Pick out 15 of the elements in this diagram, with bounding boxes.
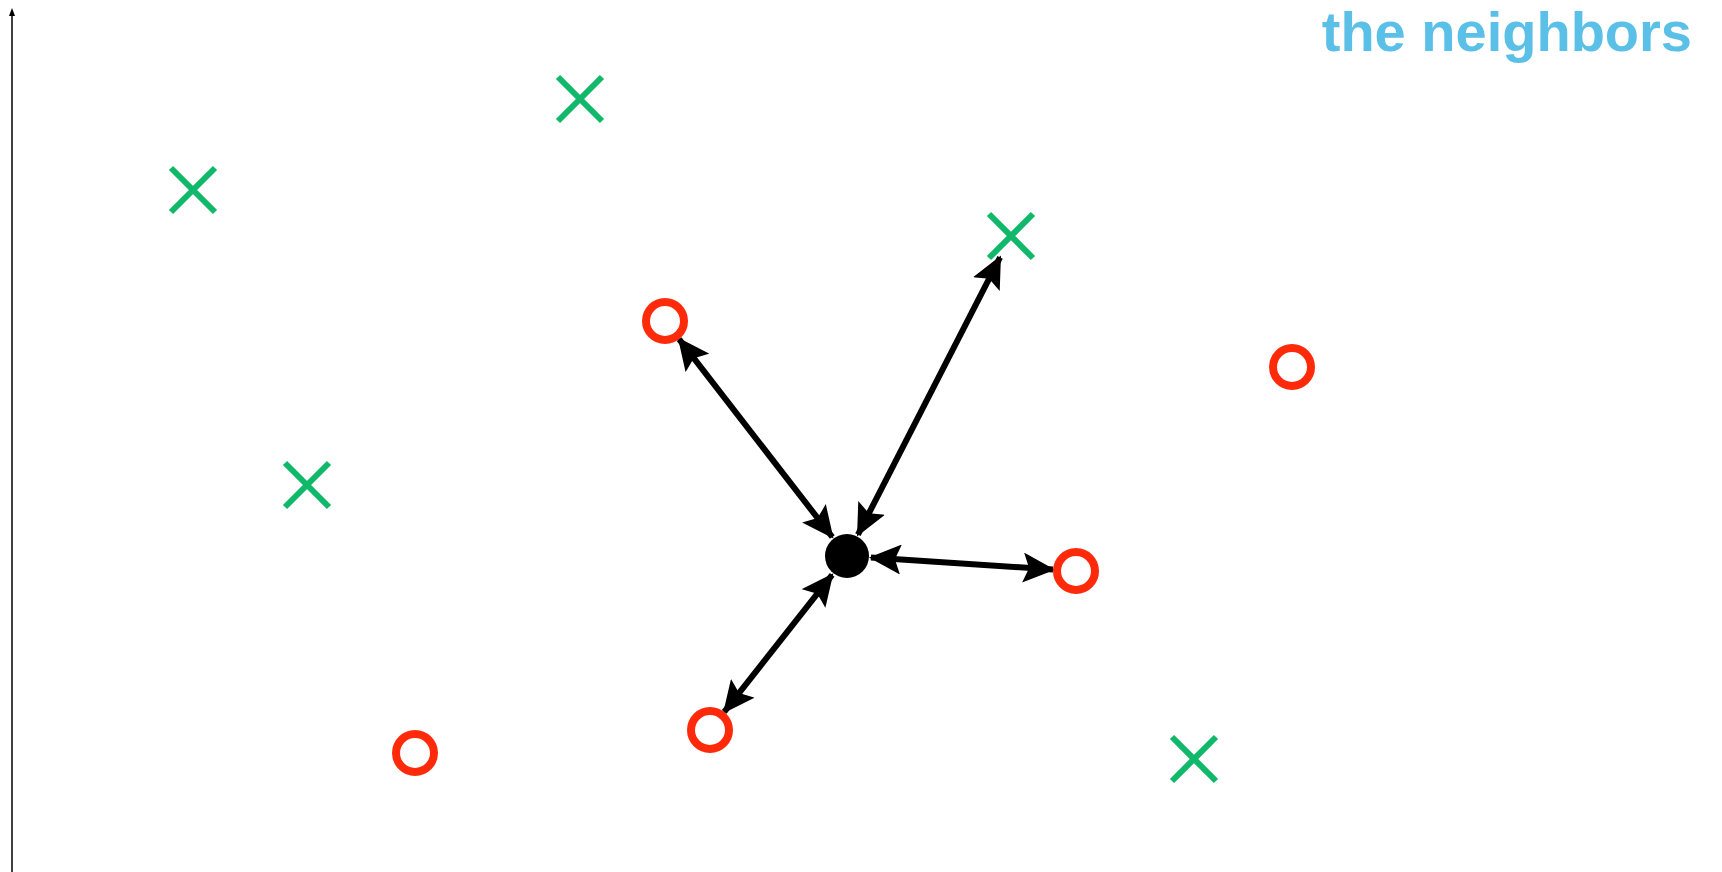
double-arrow <box>721 573 835 714</box>
dot-marker <box>825 534 869 578</box>
double-arrow <box>676 337 835 539</box>
cross-marker <box>281 459 333 511</box>
double-arrow <box>868 544 1056 583</box>
circle-marker <box>1269 344 1315 390</box>
circle-marker <box>392 730 438 776</box>
cross-marker <box>985 210 1037 262</box>
circle-marker <box>687 707 733 753</box>
double-arrow <box>855 255 1003 537</box>
circle-marker <box>642 298 688 344</box>
cross-marker <box>167 164 219 216</box>
cross-marker <box>554 73 606 125</box>
circle-marker <box>1053 548 1099 594</box>
cross-marker <box>1168 733 1220 785</box>
